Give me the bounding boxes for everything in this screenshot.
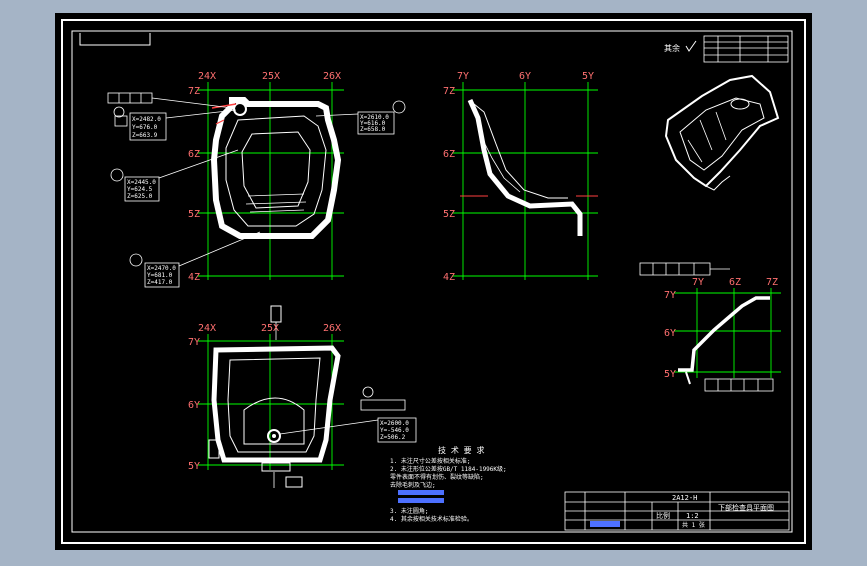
top-view-grid (198, 82, 344, 280)
inner-border (71, 30, 793, 533)
drawing-sheet (55, 13, 812, 550)
callout-c4-z: Z=417.0 (147, 279, 173, 286)
callout-c4-y: Y=681.0 (147, 272, 173, 279)
callout-c2: X=2610.0 Y=616.0 Z=658.0 (315, 100, 406, 135)
top-view-label-x1: 24X (198, 71, 216, 82)
callout-c3-y: Y=624.5 (127, 186, 153, 193)
top-left-tab (79, 33, 151, 46)
feature-control-frame (107, 92, 233, 127)
front-view-label-x3: 26X (323, 323, 341, 334)
top-view-label-x2: 25X (262, 71, 280, 82)
top-view-label-y2: 6Z (188, 149, 200, 160)
section-view-part (678, 296, 770, 385)
front-view-label-x1: 24X (198, 323, 216, 334)
title-block (564, 491, 790, 531)
callout-c1: X=2482.0 Y=676.0 Z=663.9 (113, 106, 237, 141)
tech-note-2: 2. 未注形位公差按GB/T 1184-1996K级; (390, 465, 507, 473)
title-scale-label: 比例 (656, 511, 670, 520)
callout-c1-z: Z=663.9 (132, 132, 158, 139)
side-view-grid (452, 82, 598, 280)
title-scale: 1:2 (686, 512, 699, 520)
section-view-grid (674, 288, 781, 378)
front-view-label-y1: 7Y (188, 337, 200, 348)
section-label-y2: 6Y (664, 328, 676, 339)
callout-c5: X=2600.0 Y=-546.0 Z=506.2 (279, 386, 417, 443)
revision-table (703, 35, 789, 63)
top-view-label-y4: 4Z (188, 272, 200, 283)
top-view-label-y1: 7Z (188, 86, 200, 97)
title-block-hatch (590, 521, 620, 527)
callout-c4: X=2470.0 Y=681.0 Z=417.0 (129, 231, 261, 288)
technical-notes: 技 术 要 求 1. 未注尺寸公差按相关标准; 2. 未注形位公差按GB/T 1… (390, 445, 507, 523)
callout-c5-z: Z=506.2 (380, 434, 406, 441)
callout-c2-z: Z=658.0 (360, 126, 386, 133)
tech-note-3: 零件表面不得有划伤、裂纹等缺陷; (390, 473, 484, 481)
front-view-label-y2: 6Y (188, 400, 200, 411)
side-view-label-y2: 6Z (443, 149, 455, 160)
callout-c5-y: Y=-546.0 (380, 427, 409, 434)
title-material: 2A12-H (672, 494, 697, 502)
side-view-label-x3: 5Y (582, 71, 594, 82)
tech-notes-title: 技 术 要 求 (438, 445, 484, 455)
section-fcf-bottom (704, 378, 774, 392)
title-part-name: 下部检查具平面图 (718, 503, 774, 512)
outer-border (61, 19, 806, 544)
section-label-x1: 7Y (692, 277, 704, 288)
side-view-part (460, 98, 598, 236)
isometric-view (664, 74, 780, 191)
side-view-label-y4: 4Z (443, 272, 455, 283)
tech-note-5: 3. 未注圆角; (390, 507, 428, 515)
top-view-part (210, 97, 342, 239)
section-label-x2: 6Z (729, 277, 741, 288)
finish-mark: 其余 (664, 43, 680, 53)
tech-note-6: 4. 其余按相关技术标准检验。 (390, 515, 473, 523)
section-fcf-top (639, 262, 730, 276)
finish-check-icon (685, 40, 697, 52)
section-label-x3: 7Z (766, 277, 778, 288)
front-view-label-y3: 5Y (188, 461, 200, 472)
callout-c3-z: Z=625.0 (127, 193, 153, 200)
side-view-label-y1: 7Z (443, 86, 455, 97)
side-view-label-y3: 5Z (443, 209, 455, 220)
tech-note-1: 1. 未注尺寸公差按相关标准; (390, 457, 470, 465)
callout-c1-x: X=2482.0 (132, 116, 161, 123)
callout-c4-x: X=2470.0 (147, 265, 176, 272)
callout-c1-y: Y=676.0 (132, 124, 158, 131)
side-view-label-x2: 6Y (519, 71, 531, 82)
side-view-label-x1: 7Y (457, 71, 469, 82)
callout-c3-x: X=2445.0 (127, 179, 156, 186)
front-view-label-x2: 25X (261, 323, 279, 334)
section-label-y3: 5Y (664, 369, 676, 380)
callout-c2-x: X=2610.0 (360, 114, 389, 121)
top-view-label-x3: 26X (323, 71, 341, 82)
front-view-part (208, 305, 341, 488)
callout-c5-x: X=2600.0 (380, 420, 409, 427)
tech-note-4: 去除毛刺及飞边; (390, 481, 436, 489)
title-sheet: 共 1 张 (682, 521, 705, 529)
section-label-y1: 7Y (664, 290, 676, 301)
top-view-label-y3: 5Z (188, 209, 200, 220)
callout-c2-y: Y=616.0 (360, 120, 386, 127)
callout-c3: X=2445.0 Y=624.5 Z=625.0 (110, 149, 239, 202)
